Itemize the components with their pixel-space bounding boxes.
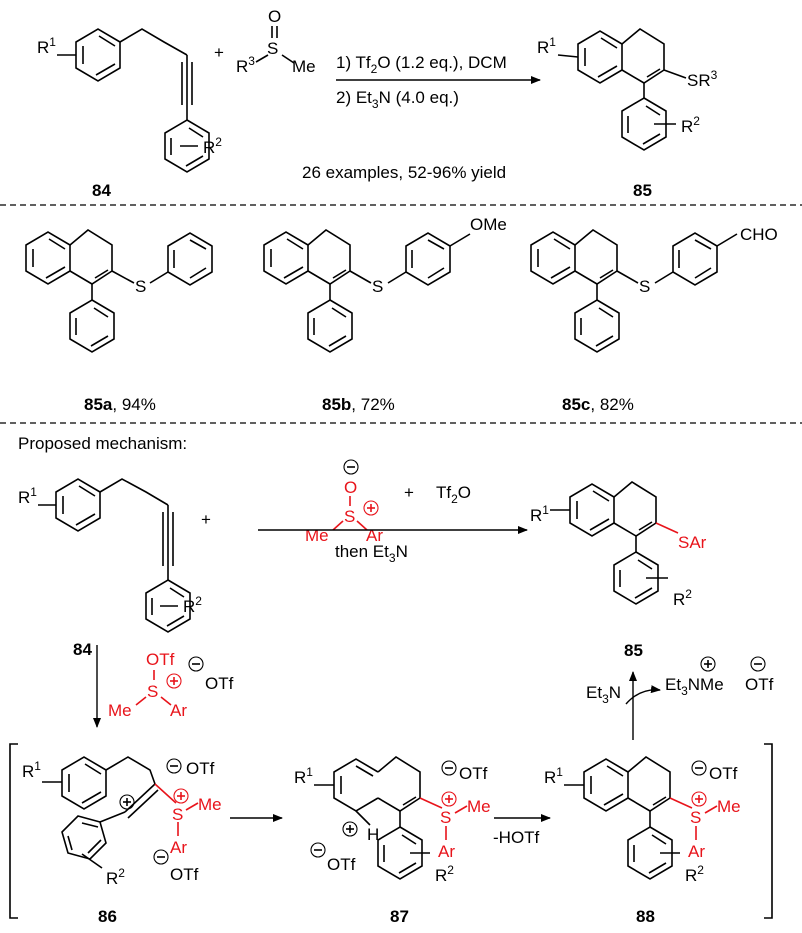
- i86-s: S: [172, 805, 183, 824]
- down-s: S: [147, 682, 158, 701]
- intermediate-87: H OTf S Me Ar OTf R2 R1 87: [294, 756, 491, 926]
- down-counter-otf: OTf: [205, 674, 234, 693]
- i87-otf-top: OTf: [459, 764, 488, 783]
- i87-r1: R1: [294, 765, 313, 787]
- intermediate-87-label: 87: [390, 907, 409, 926]
- then-et3n: then Et3N: [335, 542, 408, 565]
- activated-reagent: O S Me Ar: [305, 459, 383, 545]
- intermediate-88-label: 88: [636, 907, 655, 926]
- down-otf: OTf: [146, 650, 175, 669]
- sulfoxide-o: O: [268, 7, 281, 26]
- down-arrow: OTf S OTf Me Ar: [93, 645, 234, 728]
- plus-sign: +: [214, 43, 224, 62]
- compound-85-label: 85: [633, 181, 652, 200]
- up-arrow: Et3N Et3NMe OTf: [586, 656, 774, 740]
- top-reactant-84: R1 R2 84: [37, 28, 222, 200]
- mech-product-r2: R2: [673, 587, 692, 609]
- i88-otf-top: OTf: [709, 764, 738, 783]
- hotf-label: -HOTf: [493, 828, 540, 847]
- i87-h: H: [367, 825, 379, 844]
- i86-r1: R1: [22, 759, 41, 781]
- i88-r2: R2: [685, 863, 704, 885]
- i86-otf-top: OTf: [186, 759, 215, 778]
- example-85c: S CHO 85c, 82%: [530, 225, 778, 414]
- example-85b-sulfur: S: [372, 277, 383, 296]
- sulfoxide-reagent: R3 S O Me: [236, 7, 316, 76]
- reagent-o: O: [344, 478, 357, 497]
- product-r2: R2: [681, 114, 700, 136]
- down-me: Me: [108, 701, 132, 720]
- r1-label: R1: [37, 35, 56, 57]
- i88-r1: R1: [544, 765, 563, 787]
- mechanism-product-85: SAr R1 R2 85: [530, 481, 707, 660]
- top-reaction-arrow: 1) Tf2O (1.2 eq.), DCM 2) Et3N (4.0 eq.): [336, 53, 541, 111]
- example-85c-substituent: CHO: [740, 225, 778, 244]
- up-salt: Et3NMe: [665, 675, 724, 698]
- i88-me: Me: [717, 797, 741, 816]
- example-85a-sulfur: S: [135, 277, 146, 296]
- scope-text: 26 examples, 52-96% yield: [302, 163, 506, 182]
- mechanism-title: Proposed mechanism:: [18, 434, 187, 453]
- example-85b-substituent: OMe: [470, 215, 507, 234]
- mech-compound-85-label: 85: [624, 641, 643, 660]
- i88-ar: Ar: [688, 842, 705, 861]
- up-otf: OTf: [745, 675, 774, 694]
- i86-r2: R2: [106, 866, 125, 888]
- r3-label: R3: [236, 54, 255, 76]
- sulfoxide-s: S: [267, 39, 278, 58]
- r2-label: R2: [203, 135, 222, 157]
- product-sar: SAr: [678, 533, 707, 552]
- mech-plus-1: +: [201, 510, 211, 529]
- mech-compound-84-label: 84: [73, 640, 92, 659]
- i87-ar: Ar: [438, 842, 455, 861]
- mech-r1-label: R1: [18, 485, 37, 507]
- mech-product-r1: R1: [530, 503, 549, 525]
- sulfoxide-me: Me: [292, 57, 316, 76]
- top-product-85: SR3 R1 R2 85: [537, 28, 718, 200]
- example-85b: S OMe 85b, 72%: [263, 215, 507, 414]
- reagent-ar: Ar: [366, 526, 383, 545]
- compound-84-label: 84: [92, 181, 111, 200]
- reagent-me: Me: [305, 526, 329, 545]
- intermediate-88: S Me Ar OTf R2 R1 88: [544, 756, 741, 926]
- intermediate-86: S Me Ar OTf OTf R2 R1 86: [22, 756, 222, 926]
- up-et3n: Et3N: [586, 683, 621, 706]
- tf2o-label: Tf2O: [436, 483, 471, 506]
- example-85b-label: 85b, 72%: [322, 395, 395, 414]
- intermediate-86-label: 86: [98, 907, 117, 926]
- i86-otf-bottom: OTf: [170, 865, 199, 884]
- down-ar: Ar: [170, 701, 187, 720]
- condition-1: 1) Tf2O (1.2 eq.), DCM: [336, 53, 507, 76]
- i87-r2: R2: [435, 863, 454, 885]
- mech-plus-2: +: [404, 483, 414, 502]
- mechanism-reactant-84: R1 R2 84: [18, 478, 202, 659]
- example-85c-label: 85c, 82%: [562, 395, 634, 414]
- example-85a-label: 85a, 94%: [84, 395, 156, 414]
- example-85c-sulfur: S: [639, 277, 650, 296]
- i86-me: Me: [198, 795, 222, 814]
- mech-r2-label: R2: [183, 594, 202, 616]
- example-85a: S 85a, 94%: [25, 229, 213, 414]
- i87-otf-left: OTf: [327, 855, 356, 874]
- i88-s: S: [690, 808, 701, 827]
- mech-top-arrow: then Et3N: [258, 526, 528, 565]
- reagent-s: S: [344, 507, 355, 526]
- right-bracket: [764, 743, 773, 919]
- i87-me: Me: [467, 797, 491, 816]
- i86-ar: Ar: [170, 838, 187, 857]
- product-r1: R1: [537, 35, 556, 57]
- condition-2: 2) Et3N (4.0 eq.): [336, 88, 459, 111]
- arrow-87-88: -HOTf: [493, 814, 551, 847]
- i87-s: S: [440, 808, 451, 827]
- left-bracket: [9, 743, 18, 919]
- product-sr3: SR3: [687, 68, 718, 90]
